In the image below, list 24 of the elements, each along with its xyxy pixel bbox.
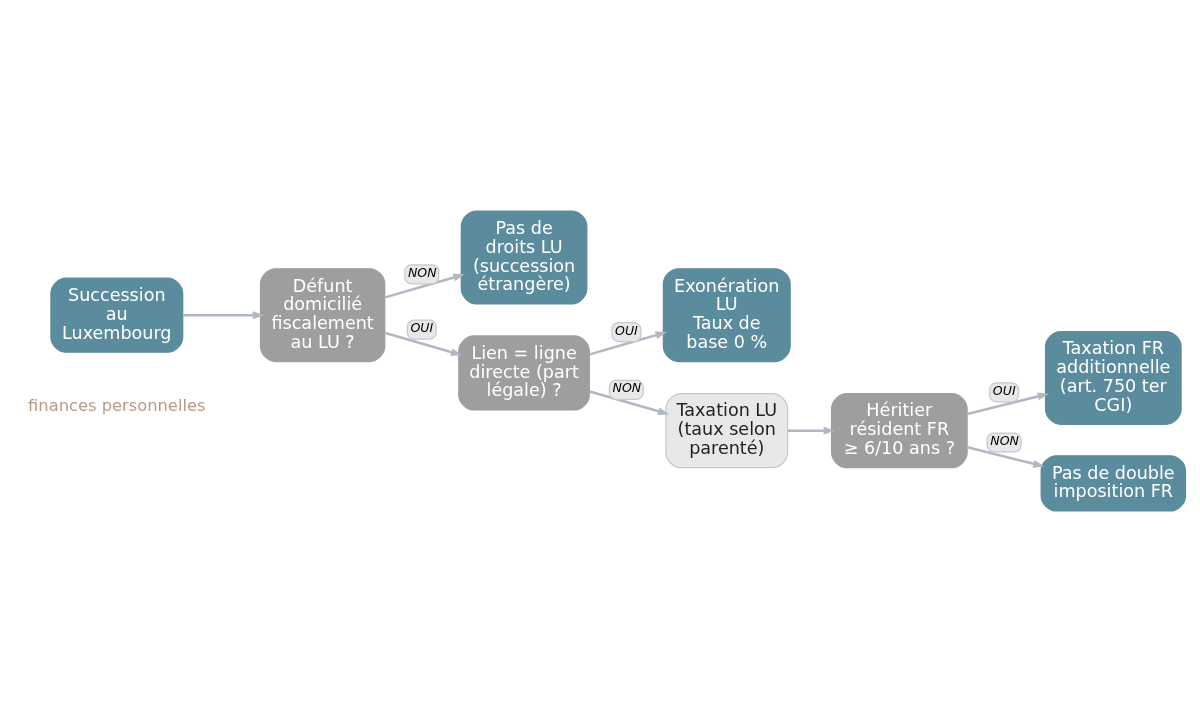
node-box: Défunt domicilié fiscalement au LU ? — [259, 267, 386, 362]
arrow — [589, 389, 670, 415]
node-box: Taxation LU (taux selon parenté) — [665, 392, 789, 468]
arrow — [384, 331, 463, 356]
arrow — [967, 445, 1045, 468]
node-box: Pas de droits LU (succession étrangère) — [460, 209, 588, 304]
arrow — [182, 310, 264, 319]
edge-label: OUI — [992, 382, 1016, 398]
edge-label: OUI — [410, 319, 434, 335]
edge-label: NON — [612, 379, 642, 395]
edge-label: OUI — [615, 322, 638, 338]
node-box: Exonération LU Taux de base 0 % — [662, 267, 791, 362]
node-box: Lien = ligne directe (part légale) ? — [458, 334, 590, 411]
node-box: Taxation FR additionnelle (art. 750 ter CGI) — [1044, 330, 1182, 425]
arrow — [589, 330, 667, 356]
edge-label: NON — [407, 264, 437, 280]
arrow — [967, 392, 1049, 415]
edge-label: NON — [990, 432, 1019, 448]
arrow — [384, 273, 465, 299]
node-box: Pas de double imposition FR — [1040, 454, 1187, 512]
node-box: Héritier résident FR ≥ 6/10 ans ? — [830, 392, 968, 468]
label: finances personnelles — [28, 395, 206, 415]
node-box: Succession au Luxembourg — [50, 277, 184, 353]
arrow — [787, 426, 835, 435]
